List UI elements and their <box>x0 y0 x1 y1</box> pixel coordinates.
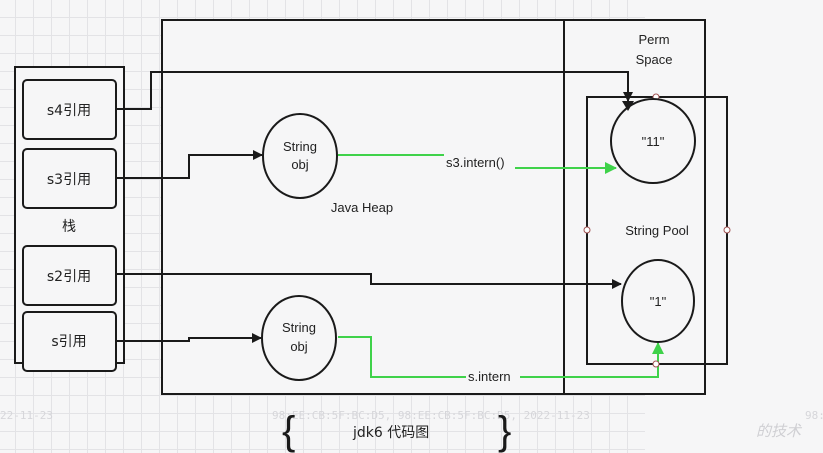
edge-s2-to-1[interactable] <box>116 273 622 289</box>
perm-space-container <box>563 19 706 395</box>
stack-ref-label: s2引用 <box>47 269 91 285</box>
stack-ref-label: s3引用 <box>47 172 91 188</box>
pool-item-11[interactable]: "11" <box>610 98 696 184</box>
heap-object-upper[interactable]: String obj <box>262 113 338 199</box>
stack-ref-label: s引用 <box>51 334 86 350</box>
java-heap-label: Java Heap <box>331 200 393 215</box>
watermark-date-left: 22-11-23 <box>0 409 53 422</box>
stack-ref-s3[interactable]: s3引用 <box>22 148 117 209</box>
stack-ref-label: s4引用 <box>47 103 91 119</box>
edge-label-s-intern: s.intern <box>468 369 511 384</box>
perm-space-label-2: Space <box>636 52 673 67</box>
stack-ref-s4[interactable]: s4引用 <box>22 79 117 140</box>
right-brace: } <box>498 409 511 453</box>
edge-s4-to-11[interactable] <box>116 71 633 110</box>
connection-point[interactable] <box>583 226 591 234</box>
heap-object-label: obj <box>291 157 308 172</box>
perm-space-label-1: Perm <box>638 32 669 47</box>
watermark-corner: 98: <box>805 409 823 422</box>
stack-ref-s[interactable]: s引用 <box>22 311 117 372</box>
edge-s3-to-obj[interactable] <box>116 150 263 179</box>
pool-item-label: "1" <box>650 294 667 309</box>
heap-object-label: String <box>282 320 316 335</box>
heap-object-label: obj <box>290 339 307 354</box>
edge-intern-s-part1[interactable] <box>338 336 466 378</box>
pool-item-label: "11" <box>642 134 665 149</box>
heap-object-label: String <box>283 139 317 154</box>
arrowhead <box>622 101 634 111</box>
java-heap-container <box>161 19 565 395</box>
connection-point[interactable] <box>723 226 731 234</box>
edge-s-to-obj[interactable] <box>116 333 262 343</box>
edge-label-s3-intern: s3.intern() <box>446 155 505 170</box>
string-pool-label: String Pool <box>625 223 689 238</box>
watermark-mac: 98:EE:CB:5F:BC:D5, 98:EE:CB:5F:BC:D5, 20… <box>272 409 590 422</box>
watermark-brand: 的技术 <box>756 422 803 440</box>
stack-ref-s2[interactable]: s2引用 <box>22 245 117 306</box>
connection-point[interactable] <box>652 360 660 368</box>
stack-label: 栈 <box>62 219 76 235</box>
heap-object-lower[interactable]: String obj <box>261 295 337 381</box>
left-brace: { <box>282 409 295 453</box>
diagram-caption: jdk6 代码图 <box>352 425 429 441</box>
pool-item-1[interactable]: "1" <box>621 259 695 343</box>
edge-intern-s-part2[interactable] <box>520 342 664 378</box>
